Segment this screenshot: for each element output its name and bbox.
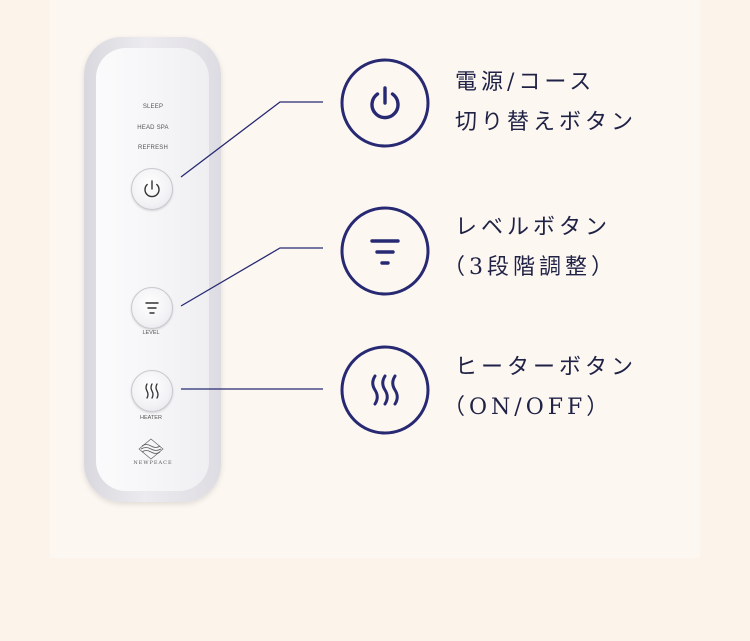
heater-desc-line-1: ヒーターボタン (455, 355, 638, 380)
level-button-callout (340, 206, 430, 296)
remote-level-button[interactable] (131, 287, 173, 329)
heater-icon (340, 345, 430, 435)
level-leader-line (180, 247, 323, 307)
level-icon (145, 302, 159, 314)
mode-label-refresh: REFRESH (137, 145, 169, 151)
power-icon (144, 180, 160, 198)
remote-heater-button[interactable] (131, 370, 173, 412)
level-icon (340, 206, 430, 296)
heater-icon (145, 383, 159, 399)
power-leader-line (180, 101, 323, 178)
power-button-description: 電源/コース 切り替えボタン (455, 63, 637, 143)
power-button-callout (340, 58, 430, 148)
level-desc-line-2: （3段階調整） (443, 255, 617, 280)
remote-power-button[interactable] (131, 168, 173, 210)
heater-button-description: ヒーターボタン （ON/OFF） (443, 348, 638, 428)
mode-label-sleep: SLEEP (142, 104, 164, 110)
remote-face (96, 48, 209, 491)
mode-label-head-spa: HEAD SPA (137, 125, 169, 131)
heater-button-callout (340, 345, 430, 435)
heater-desc-line-2: （ON/OFF） (443, 395, 613, 420)
level-desc-line-1: レベルボタン (455, 215, 612, 240)
remote-level-label: LEVEL (142, 330, 160, 336)
power-desc-line-2: 切り替えボタン (455, 110, 638, 135)
remote-heater-label: HEATER (140, 415, 162, 421)
brand-name: NEWPEACE (133, 460, 173, 466)
level-button-description: レベルボタン （3段階調整） (443, 208, 617, 288)
power-icon (340, 58, 430, 148)
power-desc-line-1: 電源/コース (455, 70, 596, 95)
brand-logo-icon (138, 438, 164, 460)
